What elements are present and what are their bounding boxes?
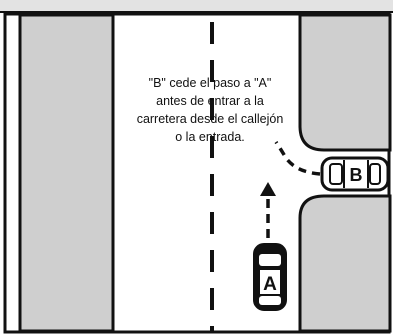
car-a-label: A	[263, 274, 277, 295]
left-sidewalk	[18, 13, 115, 333]
top-band	[0, 0, 393, 12]
right-lower-sidewalk	[298, 194, 392, 333]
right-upper-sidewalk	[298, 13, 392, 152]
yield-caption: "B" cede el paso a "A" antes de entrar a…	[136, 76, 284, 144]
car-a: A	[253, 243, 287, 311]
car-b: B	[320, 156, 390, 192]
top-band-line	[0, 11, 393, 13]
car-a-arrowhead	[260, 182, 276, 196]
car-b-label: B	[350, 165, 363, 185]
